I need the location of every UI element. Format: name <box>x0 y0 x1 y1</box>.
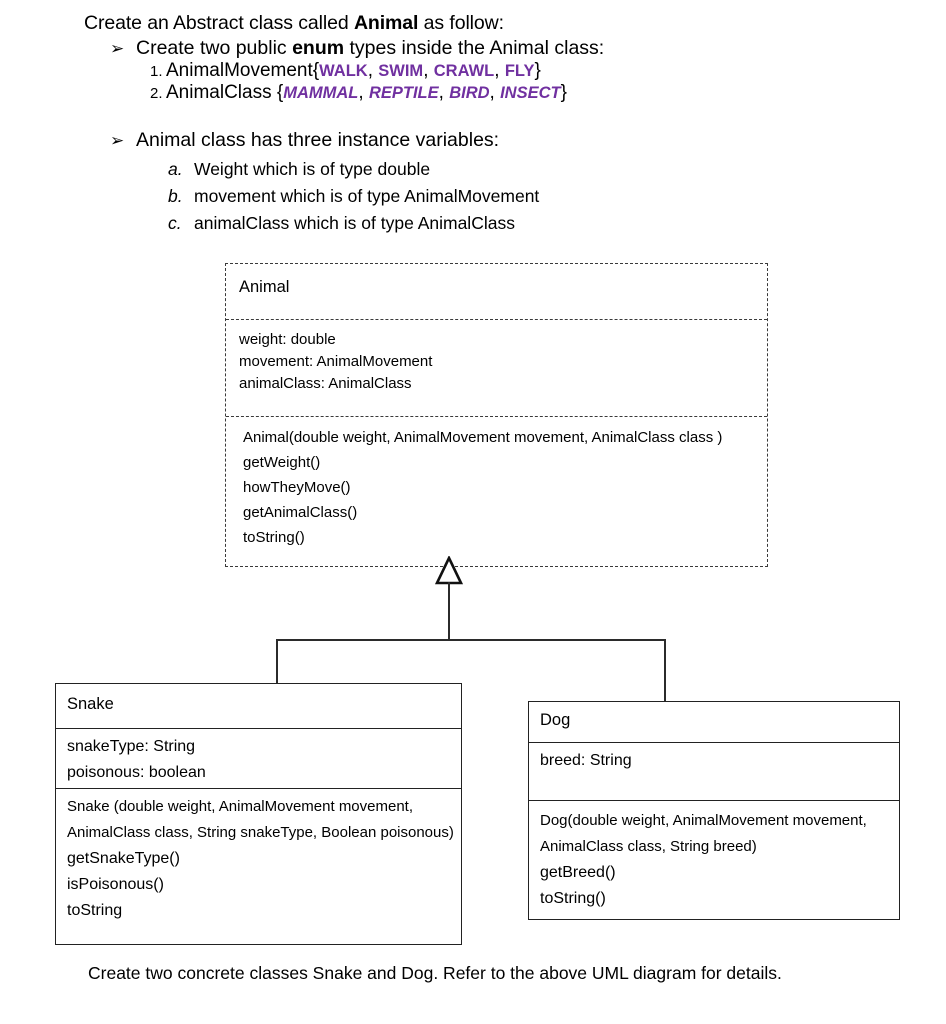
enum-2-number: 2. <box>150 85 163 102</box>
bullet-1-prefix: Create two public <box>136 37 293 59</box>
bullet-item-enums: ➢ Create two public enum types inside the… <box>110 37 604 60</box>
uml-snake-divider-attributes <box>56 728 461 729</box>
generalization-branch-snake <box>276 639 278 684</box>
bullet-1-bold-enum: enum <box>292 37 345 59</box>
enum-2-close-brace: } <box>560 82 567 103</box>
generalization-branch-dog <box>664 639 666 702</box>
instance-variable-b: b. movement which is of type AnimalMoveme… <box>168 186 539 207</box>
generalization-horizontal-bar <box>276 639 665 641</box>
variable-c-letter: c. <box>168 213 182 233</box>
uml-class-dog: Dog breed: String Dog(double weight, Ani… <box>528 701 900 920</box>
uml-animal-method-3: getAnimalClass() <box>243 504 358 521</box>
uml-dog-attribute-0: breed: String <box>540 752 632 769</box>
uml-animal-method-0: Animal(double weight, AnimalMovement mov… <box>243 429 723 446</box>
variable-c-text: animalClass which is of type AnimalClass <box>194 213 515 233</box>
enum-2-constant-mammal: MAMMAL <box>283 84 359 102</box>
enum-1-name: AnimalMovement{ <box>166 60 320 81</box>
uml-class-dog-name: Dog <box>540 711 571 729</box>
enum-2-constant-insect: INSECT <box>500 84 561 102</box>
footer-instruction: Create two concrete classes Snake and Do… <box>88 963 782 983</box>
uml-dog-divider-attributes <box>529 742 899 743</box>
intro-line: Create an Abstract class called Animal a… <box>84 12 504 35</box>
uml-snake-method-1: AnimalClass class, String snakeType, Boo… <box>67 824 454 841</box>
bullet-1-suffix: types inside the Animal class: <box>344 37 605 59</box>
enum-1-constant-crawl: CRAWL <box>433 62 495 80</box>
enum-item-animalmovement: 1.AnimalMovement{WALK, SWIM, CRAWL, FLY} <box>150 60 541 81</box>
instance-variable-a: a. Weight which is of type double <box>168 159 430 180</box>
uml-animal-attribute-2: animalClass: AnimalClass <box>239 375 412 392</box>
instance-variable-c: c. animalClass which is of type AnimalCla… <box>168 213 515 234</box>
bullet-item-instance-variables: ➢ Animal class has three instance variabl… <box>110 129 499 152</box>
arrowhead-bullet-icon: ➢ <box>110 39 125 58</box>
variable-a-letter: a. <box>168 159 183 179</box>
variable-b-text: movement which is of type AnimalMovement <box>194 186 540 206</box>
enum-item-animalclass: 2.AnimalClass {MAMMAL, REPTILE, BIRD, IN… <box>150 82 567 103</box>
uml-class-animal-name: Animal <box>239 278 290 296</box>
uml-animal-attribute-0: weight: double <box>239 331 336 348</box>
intro-suffix: as follow: <box>418 12 504 34</box>
enum-1-constant-fly: FLY <box>504 62 535 80</box>
uml-snake-divider-methods <box>56 788 461 789</box>
uml-animal-method-1: getWeight() <box>243 454 321 471</box>
uml-dog-divider-methods <box>529 800 899 801</box>
variable-b-letter: b. <box>168 186 183 206</box>
bullet-2-text: Animal class has three instance variable… <box>136 129 500 151</box>
enum-1-constant-swim: SWIM <box>378 62 424 80</box>
uml-snake-method-2: getSnakeType() <box>67 850 180 867</box>
uml-dog-method-1: AnimalClass class, String breed) <box>540 838 757 855</box>
uml-dog-method-3: toString() <box>540 890 606 907</box>
uml-animal-method-2: howTheyMove() <box>243 479 351 496</box>
enum-1-number: 1. <box>150 63 163 80</box>
arrowhead-bullet-icon: ➢ <box>110 131 125 150</box>
uml-dog-method-2: getBreed() <box>540 864 616 881</box>
uml-class-animal: Animal weight: double movement: AnimalMo… <box>225 263 768 567</box>
intro-bold-animal: Animal <box>353 12 419 34</box>
uml-snake-method-0: Snake (double weight, AnimalMovement mov… <box>67 798 414 815</box>
uml-animal-divider-methods <box>226 416 767 417</box>
variable-a-text: Weight which is of type double <box>194 159 431 179</box>
uml-snake-attribute-0: snakeType: String <box>67 738 196 755</box>
uml-snake-method-4: toString <box>67 902 123 919</box>
generalization-stem <box>448 582 450 640</box>
uml-animal-divider-attributes <box>226 319 767 320</box>
enum-2-constant-bird: BIRD <box>449 84 490 102</box>
enum-1-constant-walk: WALK <box>319 62 368 80</box>
enum-1-close-brace: } <box>534 60 541 81</box>
enum-2-constant-reptile: REPTILE <box>368 84 439 102</box>
uml-animal-method-4: toString() <box>243 529 305 546</box>
uml-class-snake-name: Snake <box>67 695 114 713</box>
uml-snake-attribute-1: poisonous: boolean <box>67 764 206 781</box>
uml-animal-attribute-1: movement: AnimalMovement <box>239 353 433 370</box>
intro-prefix: Create an Abstract class called <box>84 12 354 34</box>
uml-dog-method-0: Dog(double weight, AnimalMovement moveme… <box>540 812 867 829</box>
uml-snake-method-3: isPoisonous() <box>67 876 164 893</box>
uml-class-snake: Snake snakeType: String poisonous: boole… <box>55 683 462 945</box>
enum-2-name: AnimalClass { <box>166 82 284 103</box>
